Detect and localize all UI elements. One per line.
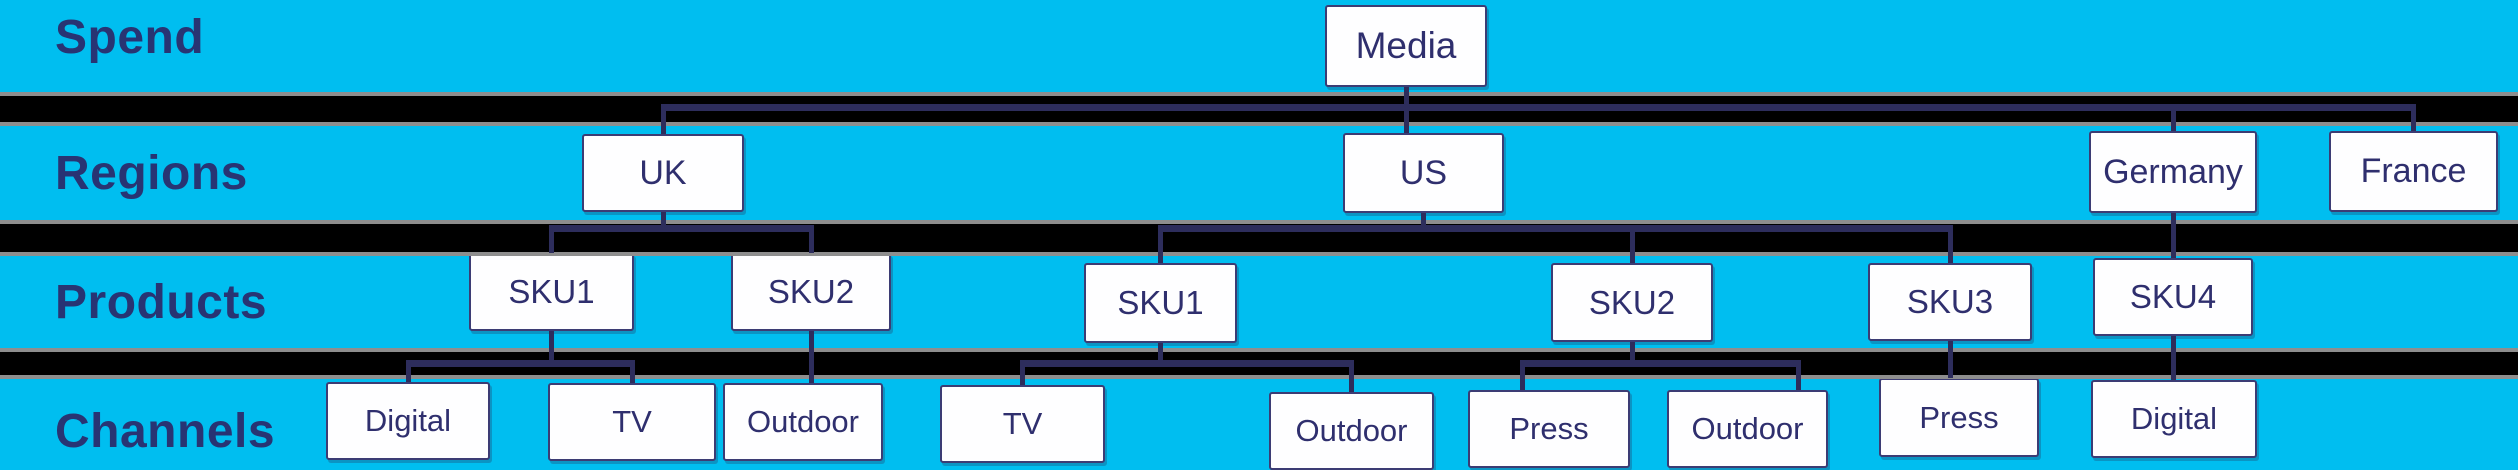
node-tv-us-sku1[interactable]: TV — [940, 385, 1105, 463]
connector-us-sku2-us — [1630, 225, 1635, 263]
connector-riser-sku1-uk — [549, 331, 554, 367]
connector-riser-media — [1404, 87, 1409, 111]
node-outdoor-uk-sku2[interactable]: Outdoor — [723, 383, 883, 461]
node-press-us-sku2[interactable]: Press — [1468, 390, 1630, 468]
connector-bar-media — [661, 104, 2416, 111]
connector-bar-sku1-us — [1020, 360, 1354, 367]
connector-riser-sku1-us — [1158, 343, 1163, 367]
node-sku1-us[interactable]: SKU1 — [1084, 263, 1237, 343]
node-label: SKU2 — [1588, 283, 1676, 321]
node-label: Outdoor — [746, 404, 859, 439]
node-media[interactable]: Media — [1325, 5, 1487, 87]
connector-uk-sku1-uk — [549, 225, 554, 253]
node-label: SKU3 — [1906, 283, 1994, 320]
node-label: Press — [1919, 399, 1999, 435]
row-label-channels: Channels — [55, 405, 276, 458]
connector-sku1-us-outdoor-us-sku1 — [1349, 360, 1354, 392]
node-outdoor-us-sku1[interactable]: Outdoor — [1269, 392, 1434, 470]
connector-uk-sku2-uk — [809, 225, 814, 253]
node-sku2-uk[interactable]: SKU2 — [731, 253, 891, 331]
node-label: Digital — [364, 403, 452, 438]
connector-riser-us — [1421, 213, 1426, 232]
connector-germany-sku4-germany — [2171, 213, 2176, 258]
connector-media-us — [1404, 104, 1409, 133]
node-germany[interactable]: Germany — [2089, 131, 2257, 213]
row-label-products: Products — [55, 276, 268, 329]
node-label: SKU2 — [767, 273, 855, 310]
node-label: TV — [612, 404, 652, 439]
connector-bar-sku2-us — [1520, 360, 1801, 367]
node-label: Germany — [2103, 152, 2243, 191]
connector-sku2-us-outdoor-us-sku2 — [1796, 360, 1801, 390]
node-tv-uk-sku1[interactable]: TV — [548, 383, 716, 461]
node-us[interactable]: US — [1343, 133, 1504, 213]
node-digital-uk-sku1[interactable]: Digital — [326, 382, 490, 460]
connector-bar-us — [1158, 225, 1953, 232]
connector-bar-sku1-uk — [406, 360, 635, 367]
connector-riser-uk — [661, 212, 666, 232]
connector-riser-sku2-us — [1630, 342, 1635, 367]
node-label: Outdoor — [1295, 413, 1408, 448]
connector-media-uk — [661, 104, 666, 134]
connector-sku1-uk-digital-uk-sku1 — [406, 360, 411, 382]
node-press-us-sku3[interactable]: Press — [1879, 378, 2039, 457]
connector-us-sku3-us — [1948, 225, 1953, 263]
connector-sku2-uk-outdoor-uk-sku2 — [809, 331, 814, 383]
connector-sku2-us-press-us-sku2 — [1520, 360, 1525, 390]
node-label: SKU1 — [1117, 284, 1204, 321]
connector-media-france — [2411, 104, 2416, 131]
node-label: Media — [1355, 25, 1457, 66]
connector-sku3-us-press-us-sku3 — [1948, 341, 1953, 378]
node-label: US — [1399, 153, 1448, 192]
node-label: Digital — [2130, 401, 2218, 436]
connector-sku4-germany-digital-de-sku4 — [2171, 336, 2176, 380]
node-sku3-us[interactable]: SKU3 — [1868, 263, 2032, 341]
connector-sku1-us-tv-us-sku1 — [1020, 360, 1025, 385]
row-label-spend: Spend — [55, 11, 205, 64]
node-label: SKU4 — [2129, 278, 2217, 315]
node-label: Outdoor — [1691, 411, 1804, 446]
connector-sku1-uk-tv-uk-sku1 — [630, 360, 635, 383]
node-label: France — [2360, 152, 2467, 190]
connector-us-sku1-us — [1158, 225, 1163, 263]
row-label-regions: Regions — [55, 147, 248, 200]
node-sku1-uk[interactable]: SKU1 — [469, 253, 634, 331]
node-label: Press — [1509, 411, 1589, 446]
node-label: SKU1 — [508, 273, 595, 310]
connector-bar-uk — [549, 225, 814, 232]
node-outdoor-us-sku2[interactable]: Outdoor — [1667, 390, 1828, 468]
node-digital-de-sku4[interactable]: Digital — [2091, 380, 2257, 458]
connector-media-germany — [2171, 104, 2176, 131]
node-sku2-us[interactable]: SKU2 — [1551, 263, 1713, 342]
node-uk[interactable]: UK — [582, 134, 744, 212]
node-label: TV — [1002, 406, 1043, 441]
node-label: UK — [639, 153, 687, 192]
node-sku4-germany[interactable]: SKU4 — [2093, 258, 2253, 336]
node-france[interactable]: France — [2329, 131, 2498, 212]
